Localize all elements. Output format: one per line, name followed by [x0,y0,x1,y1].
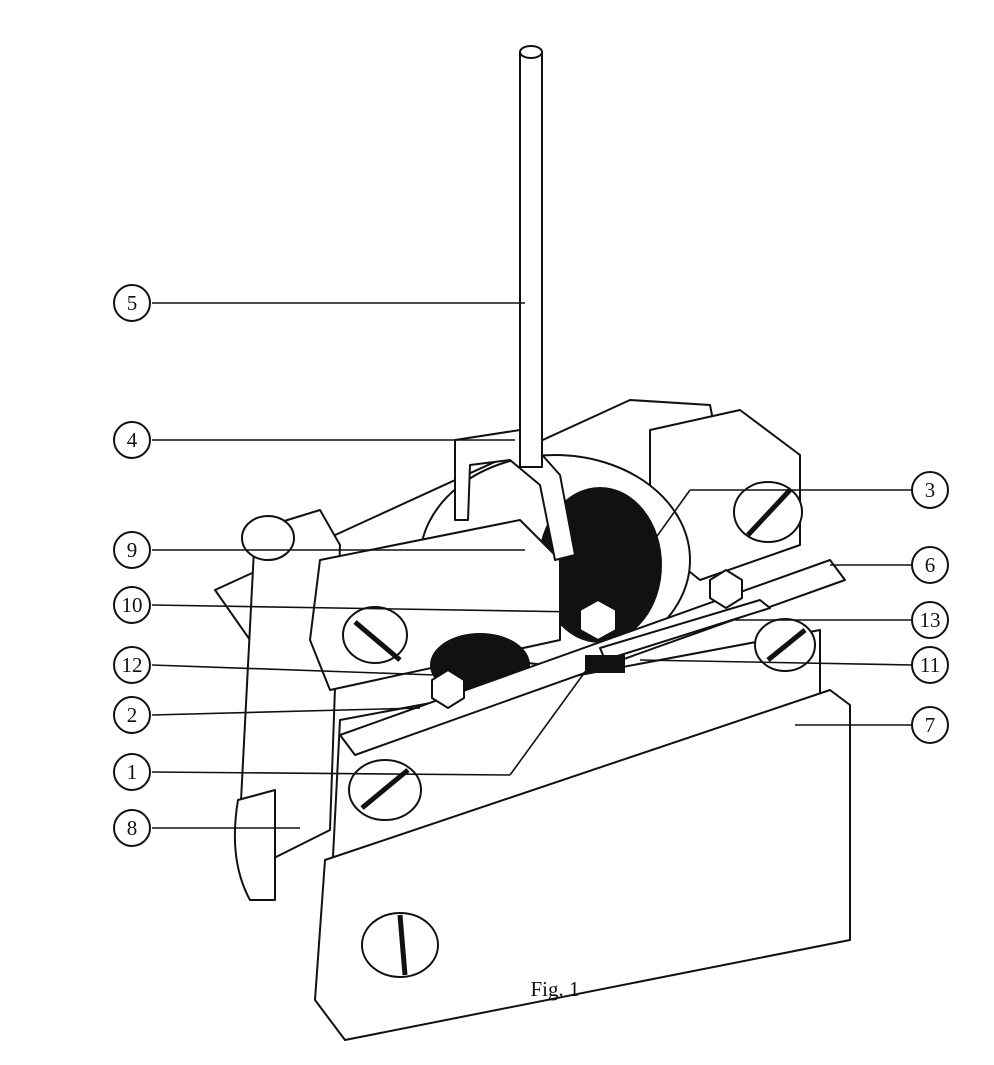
svg-text:13: 13 [920,608,941,632]
svg-text:9: 9 [127,538,138,562]
callout-7: 7 [911,706,949,744]
callouts: 5 4 3 9 6 10 1 [113,284,949,847]
svg-text:5: 5 [127,291,138,315]
svg-text:8: 8 [127,816,138,840]
nut-center [579,599,617,641]
callout-10: 10 [113,586,151,624]
callout-5: 5 [113,284,151,322]
pointer-rod [519,51,543,468]
svg-text:1: 1 [127,760,138,784]
yoke-bracket [454,429,576,561]
callout-13: 13 [911,601,949,639]
callout-12: 12 [113,646,151,684]
device-body [214,45,851,1041]
callout-4: 4 [113,421,151,459]
callout-1: 1 [113,753,151,791]
nut-right [709,569,743,609]
figure-caption: Fig. 1 [530,977,579,1001]
screw-left-top [241,515,295,561]
callout-2: 2 [113,696,151,734]
callout-3: 3 [911,471,949,509]
callout-11: 11 [911,646,949,684]
base-strip [314,689,851,1041]
svg-text:6: 6 [925,553,936,577]
svg-text:4: 4 [127,428,138,452]
svg-text:10: 10 [122,593,143,617]
callout-8: 8 [113,809,151,847]
svg-text:12: 12 [122,653,143,677]
nut-left [431,669,465,709]
svg-text:11: 11 [920,653,940,677]
rod-tip [519,45,543,59]
svg-text:3: 3 [925,478,936,502]
callout-6: 6 [911,546,949,584]
leader-lines [151,302,913,829]
screw-left-middle [342,606,408,664]
left-foot [233,789,276,901]
contact-point [585,655,625,673]
svg-text:2: 2 [127,703,138,727]
callout-9: 9 [113,531,151,569]
svg-text:7: 7 [925,713,936,737]
